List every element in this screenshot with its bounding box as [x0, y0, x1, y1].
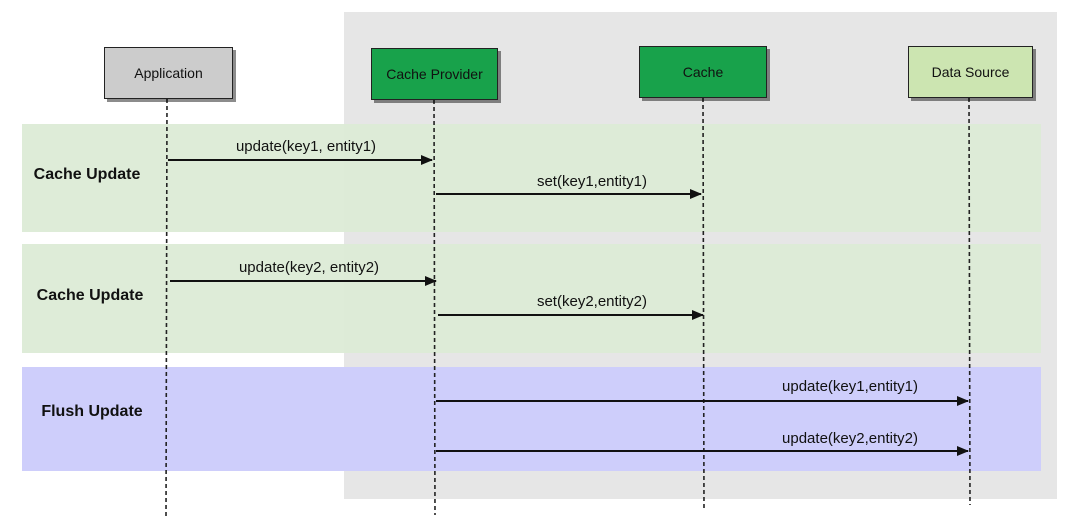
message-label-flush-key2: update(key2,entity2)	[782, 430, 918, 447]
message-label-update-key2: update(key2, entity2)	[239, 259, 379, 276]
participant-data-source: Data Source	[908, 46, 1033, 98]
lifeline-cache-provider	[433, 99, 436, 516]
participant-application-label: Application	[134, 65, 203, 81]
cache-update-band-2	[22, 244, 1041, 353]
participant-application: Application	[104, 47, 233, 99]
message-label-flush-key1: update(key1,entity1)	[782, 378, 918, 395]
band-label-cache-update-1: Cache Update	[33, 166, 141, 183]
lifeline-cache	[702, 97, 705, 511]
message-label-set-key2: set(key2,entity2)	[537, 293, 647, 310]
message-label-update-key1: update(key1, entity1)	[236, 138, 376, 155]
participant-cache-label: Cache	[682, 64, 724, 80]
lifeline-application	[165, 98, 168, 519]
flush-update-band	[22, 367, 1041, 471]
band-label-flush-update: Flush Update	[41, 403, 143, 420]
participant-cache-provider-label: Cache Provider	[386, 66, 483, 82]
participant-data-source-label: Data Source	[931, 64, 1010, 80]
participant-cache: Cache	[639, 46, 767, 98]
cache-update-band-1	[22, 124, 1041, 232]
message-label-set-key1: set(key1,entity1)	[537, 173, 647, 190]
participant-cache-provider: Cache Provider	[371, 48, 498, 100]
lifeline-data-source	[968, 97, 971, 506]
band-label-cache-update-2: Cache Update	[36, 287, 144, 304]
